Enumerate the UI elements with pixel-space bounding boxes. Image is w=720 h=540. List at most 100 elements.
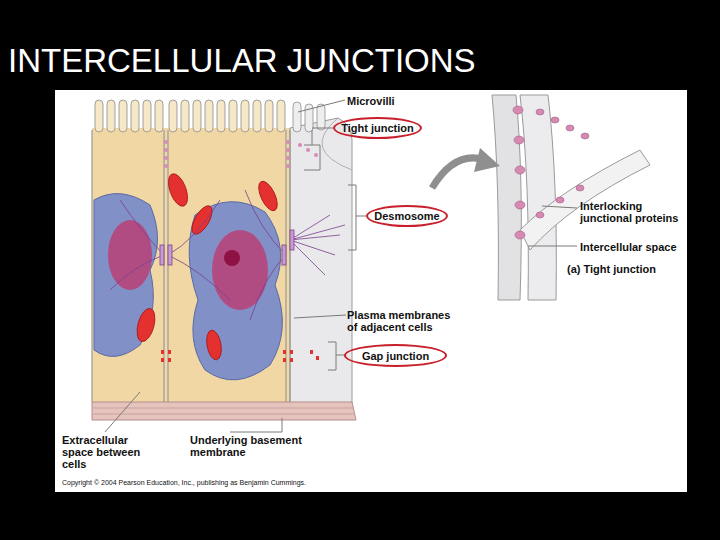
tight-junction-beads-part — [306, 148, 310, 152]
microvilli-part — [193, 100, 201, 132]
cell-layer-part — [290, 118, 352, 404]
mitochondria-part — [134, 307, 158, 344]
tight-junction-beads-part — [164, 140, 168, 144]
leader-lines-part — [304, 128, 333, 170]
microvilli-part — [181, 100, 189, 132]
nuclei-part — [224, 250, 240, 266]
tight-junction-beads-part — [286, 140, 290, 144]
basement-membrane — [92, 402, 356, 420]
gap-junction-channels-part — [290, 350, 293, 354]
microvilli-part — [217, 100, 225, 132]
cytoskeleton-filaments-part — [120, 200, 164, 255]
cell-layer-part — [92, 128, 290, 404]
slide-title: INTERCELLULAR JUNCTIONS — [8, 42, 476, 80]
leader-lines-part — [348, 185, 366, 250]
basement-membrane-part — [92, 414, 355, 415]
tight-junction-inset-part-part — [514, 136, 524, 144]
image-panel — [55, 90, 687, 492]
tight-junction-beads-part — [298, 143, 302, 147]
desmosome-plates-part — [290, 230, 294, 250]
tight-junction-inset-part-part — [513, 106, 523, 114]
gap-junction-channels-part — [161, 350, 164, 354]
magnify-arrow — [432, 148, 500, 188]
cytoskeleton-filaments-part — [290, 240, 335, 255]
leader-lines-part — [298, 100, 345, 112]
cell-membranes-part — [91, 130, 92, 402]
cytoskeleton-filaments-part — [168, 255, 230, 300]
microvilli-part — [169, 100, 177, 132]
leader-lines — [105, 100, 577, 432]
mitochondria-part — [205, 329, 224, 361]
desmosome-plates-part — [160, 245, 164, 265]
nuclei — [94, 194, 282, 380]
tight-junction-inset-part-part — [515, 231, 525, 239]
basement-membrane-part — [92, 408, 354, 409]
cytoskeleton-filaments-part — [290, 225, 345, 240]
microvilli-part — [241, 100, 249, 132]
tight-junction-inset-part-part — [536, 109, 544, 115]
cytoskeleton-filaments-part — [110, 255, 164, 290]
mitochondria-part — [255, 179, 281, 214]
copyright-note: Copyright © 2004 Pearson Education, Inc.… — [62, 478, 306, 487]
part-label: Intercellular space — [580, 241, 690, 253]
gap-junction-channels-part — [316, 356, 319, 360]
desmosome-plates-part — [168, 245, 172, 265]
microvilli-part — [95, 100, 103, 132]
microvilli-part — [131, 100, 139, 132]
cytoskeleton-filaments-part — [250, 255, 286, 320]
cytoskeleton-filaments-part — [168, 200, 220, 255]
gap-junction-channels-part — [161, 358, 164, 362]
gap-junction-channels-part — [290, 358, 293, 362]
leader-lines-part — [542, 206, 577, 208]
leader-lines-part — [328, 342, 344, 370]
microvilli-part — [317, 104, 325, 130]
gap-junction-channels — [161, 350, 319, 362]
tight-junction-inset-part-part — [515, 166, 525, 174]
gap-junction-channels-part — [283, 358, 286, 362]
tight-junction-beads-part — [164, 148, 168, 152]
tight-junction-inset-part-part — [566, 125, 574, 131]
microvilli-part — [229, 100, 237, 132]
gap-junction-channels-part — [168, 358, 171, 362]
gap-junction-channels-part — [168, 350, 171, 354]
microvilli-part — [119, 100, 127, 132]
gap-junction-channels-part — [310, 350, 313, 354]
tight-junction-inset-part — [492, 95, 521, 300]
tight-junction-beads — [164, 140, 318, 168]
tight-junction-beads-part — [286, 164, 290, 168]
tight-junction-beads-part — [286, 156, 290, 160]
cytoskeleton-filaments-part — [245, 190, 286, 255]
microvilli — [95, 100, 325, 132]
nuclei-part — [212, 230, 268, 310]
mitochondria — [134, 171, 281, 361]
leader-lines-part — [230, 418, 282, 432]
tight-junction-inset-part-part — [515, 201, 525, 209]
microvilli-part — [277, 100, 285, 132]
leader-lines-part — [294, 315, 346, 318]
tight-junction-inset-part-part — [536, 212, 544, 218]
circled-label: Desmosome — [366, 205, 448, 227]
tight-junction-inset-part-part — [556, 197, 564, 203]
cell-membranes — [92, 130, 290, 402]
tight-junction-beads-part — [286, 148, 290, 152]
mitochondria-part — [188, 203, 216, 238]
microvilli-part — [107, 100, 115, 132]
leader-lines-part — [528, 246, 577, 247]
part-label: (a) Tight junction — [567, 263, 687, 275]
label-text: Gap junction — [362, 350, 429, 362]
cytoskeleton-filaments — [110, 190, 345, 320]
leader-lines-part — [105, 392, 140, 432]
desmosome-plates — [160, 230, 294, 265]
nuclei-part — [108, 220, 152, 290]
label-text: Tight junction — [341, 122, 414, 134]
basement-membrane-part — [92, 402, 356, 420]
part-label: Interlocking junctional proteins — [580, 200, 690, 224]
tight-junction-inset-part-part — [551, 117, 559, 123]
circled-label: Gap junction — [344, 344, 447, 367]
microvilli-part — [143, 100, 151, 132]
cytoskeleton-filaments-part — [290, 240, 325, 275]
tight-junction-inset-part-part — [576, 185, 584, 191]
part-label: Extracellular space between cells — [62, 434, 154, 470]
microvilli-part — [155, 100, 163, 132]
